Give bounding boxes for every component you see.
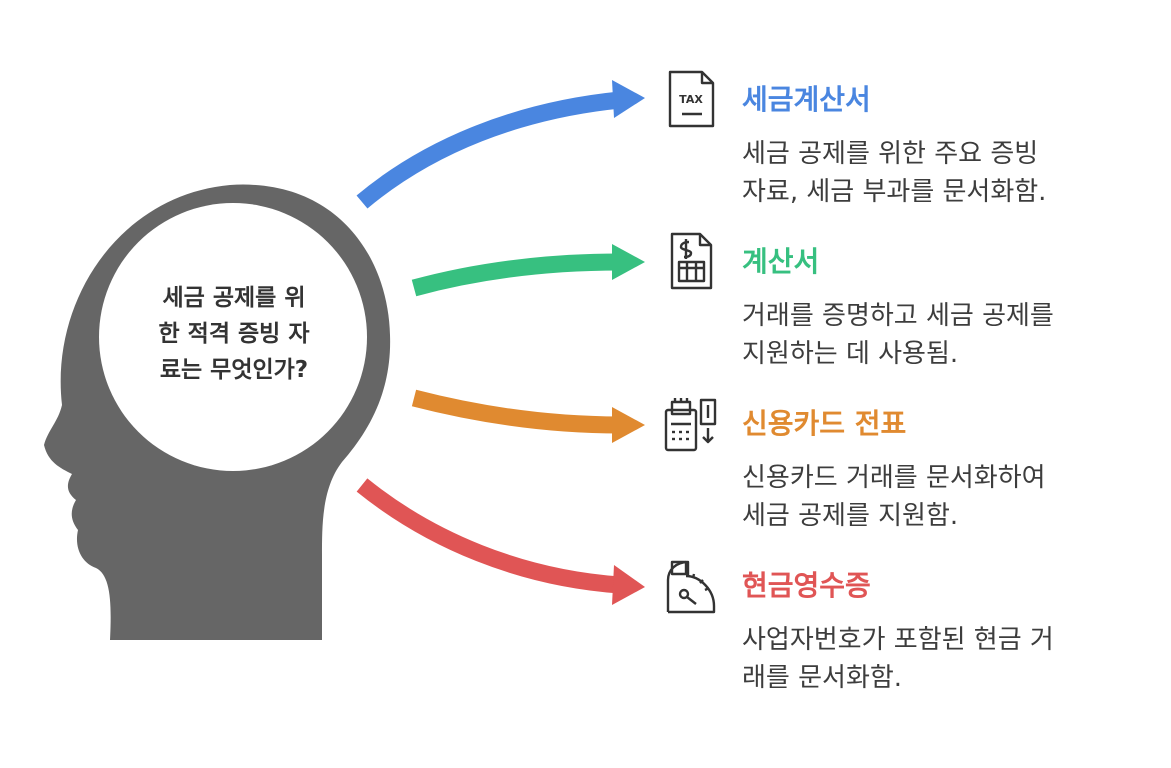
arrow-red-head [612, 565, 645, 605]
item-desc-line: 거래를 증명하고 세금 공제를 [742, 301, 1054, 331]
invoice-dollar-icon [670, 232, 713, 290]
question-circle [99, 203, 367, 471]
tax-document-icon [668, 70, 715, 128]
item-desc-line: 래를 문서화함. [742, 663, 903, 693]
arrow-orange-curve [411, 389, 621, 434]
tax-icon-label: TAX [679, 93, 703, 106]
question-line-3: 료는 무엇인가? [159, 357, 309, 383]
arrow-red-curve [356, 478, 621, 594]
arrow-orange-head [612, 407, 645, 443]
arrow-green-curve [411, 253, 621, 297]
item-title-cash-receipt: 현금영수증 [742, 569, 871, 602]
arrow-green-head [612, 244, 645, 280]
central-question: 세금 공제를 위 한 적격 증빙 자 료는 무엇인가? [118, 280, 350, 388]
item-desc-line: 자료, 세금 부과를 문서화함. [742, 177, 1047, 207]
item-title-credit-card-slip: 신용카드 전표 [742, 407, 907, 440]
question-line-1: 세금 공제를 위 [162, 285, 306, 311]
item-desc-cash-receipt: 사업자번호가 포함된 현금 거 래를 문서화함. [742, 621, 1162, 697]
item-desc-line: 신용카드 거래를 문서화하여 [742, 463, 1046, 493]
item-desc-line: 사업자번호가 포함된 현금 거 [742, 625, 1054, 655]
item-desc-invoice: 거래를 증명하고 세금 공제를 지원하는 데 사용됨. [742, 297, 1162, 373]
receipt-register-icon [666, 560, 716, 614]
item-desc-tax-invoice: 세금 공제를 위한 주요 증빙 자료, 세금 부과를 문서화함. [742, 135, 1162, 211]
item-desc-line: 세금 공제를 위한 주요 증빙 [742, 139, 1039, 169]
item-title-tax-invoice: 세금계산서 [742, 83, 871, 116]
item-desc-line: 지원하는 데 사용됨. [742, 339, 959, 369]
card-terminal-icon [664, 398, 717, 452]
item-desc-credit-card-slip: 신용카드 거래를 문서화하여 세금 공제를 지원함. [742, 459, 1162, 535]
arrow-blue-curve [356, 91, 621, 209]
item-title-invoice: 계산서 [742, 245, 820, 278]
question-line-2: 한 적격 증빙 자 [158, 321, 310, 347]
item-desc-line: 세금 공제를 지원함. [742, 501, 959, 531]
arrow-blue-head [612, 80, 645, 118]
